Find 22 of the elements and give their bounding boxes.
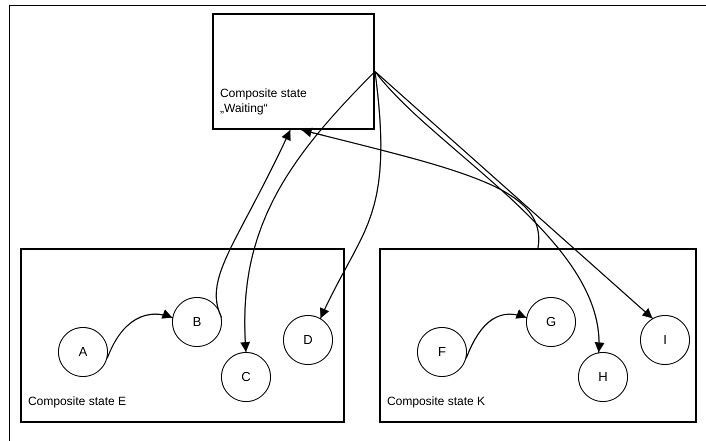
state-label: I bbox=[663, 331, 667, 350]
state-label: Composite state „Waiting“ bbox=[220, 86, 308, 116]
state-label: G bbox=[546, 313, 556, 332]
transition-arrow bbox=[466, 310, 527, 359]
state-label: A bbox=[78, 343, 88, 362]
transition-arrow bbox=[216, 130, 291, 318]
state-label: Composite state E bbox=[28, 394, 128, 409]
state-label: F bbox=[438, 343, 446, 362]
composite-state-box bbox=[20, 248, 345, 423]
transition-arrow bbox=[374, 71, 604, 352]
transition-arrow bbox=[240, 71, 376, 352]
state-label: Composite state K bbox=[387, 394, 486, 409]
state-label: H bbox=[598, 368, 608, 386]
transition-arrow bbox=[374, 71, 653, 319]
transition-arrow bbox=[106, 310, 173, 359]
transition-arrow bbox=[320, 71, 382, 319]
composite-state-box bbox=[379, 248, 697, 423]
state-label: C bbox=[241, 368, 251, 386]
transition-arrow bbox=[302, 128, 540, 248]
state-label: B bbox=[192, 313, 202, 332]
state-label: D bbox=[303, 331, 313, 350]
state-box bbox=[212, 13, 375, 130]
